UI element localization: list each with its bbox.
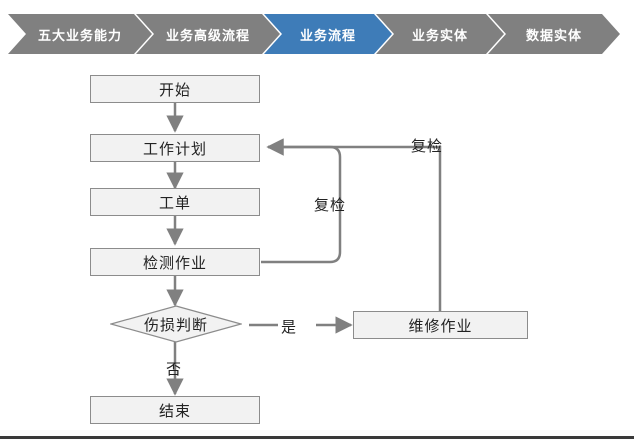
- node-inspection-task-label: 检测作业: [142, 253, 207, 272]
- node-repair-task[interactable]: 维修作业: [353, 311, 528, 339]
- edge-label-reinspect-inner: 复检: [314, 196, 347, 214]
- node-inspection-task[interactable]: 检测作业: [90, 248, 260, 276]
- breadcrumb-item-1-label: 五大业务能力: [37, 28, 122, 44]
- node-start-label: 开始: [158, 80, 191, 99]
- breadcrumb-item-3-label: 业务流程: [299, 28, 356, 44]
- node-work-order-label: 工单: [158, 193, 191, 212]
- edge-label-reinspect-outer: 复检: [411, 137, 444, 155]
- node-damage-decision[interactable]: 伤损判断: [110, 305, 242, 343]
- node-work-plan-label: 工作计划: [142, 139, 207, 158]
- edge-label-yes: 是: [281, 318, 298, 336]
- node-repair-task-label: 维修作业: [408, 316, 473, 335]
- breadcrumb-item-2[interactable]: 业务高级流程: [136, 14, 280, 54]
- node-end[interactable]: 结束: [90, 396, 260, 424]
- breadcrumb: 五大业务能力 业务高级流程 业务流程 业务实体 数据实体: [0, 14, 634, 54]
- node-end-label: 结束: [158, 401, 191, 420]
- breadcrumb-item-3[interactable]: 业务流程: [264, 14, 392, 54]
- breadcrumb-item-5[interactable]: 数据实体: [488, 14, 620, 54]
- node-work-plan[interactable]: 工作计划: [90, 134, 260, 162]
- breadcrumb-item-2-label: 业务高级流程: [165, 28, 250, 44]
- edge-reinspect-outer-loop: [268, 145, 442, 311]
- edge-label-no: 否: [166, 360, 183, 378]
- node-start[interactable]: 开始: [90, 75, 260, 103]
- breadcrumb-item-4[interactable]: 业务实体: [376, 14, 504, 54]
- diamond-shape: [110, 305, 242, 343]
- breadcrumb-item-1[interactable]: 五大业务能力: [8, 14, 152, 54]
- node-work-order[interactable]: 工单: [90, 188, 260, 216]
- node-damage-decision-label: 伤损判断: [143, 315, 208, 334]
- breadcrumb-item-5-label: 数据实体: [525, 28, 582, 44]
- breadcrumb-item-4-label: 业务实体: [411, 28, 468, 44]
